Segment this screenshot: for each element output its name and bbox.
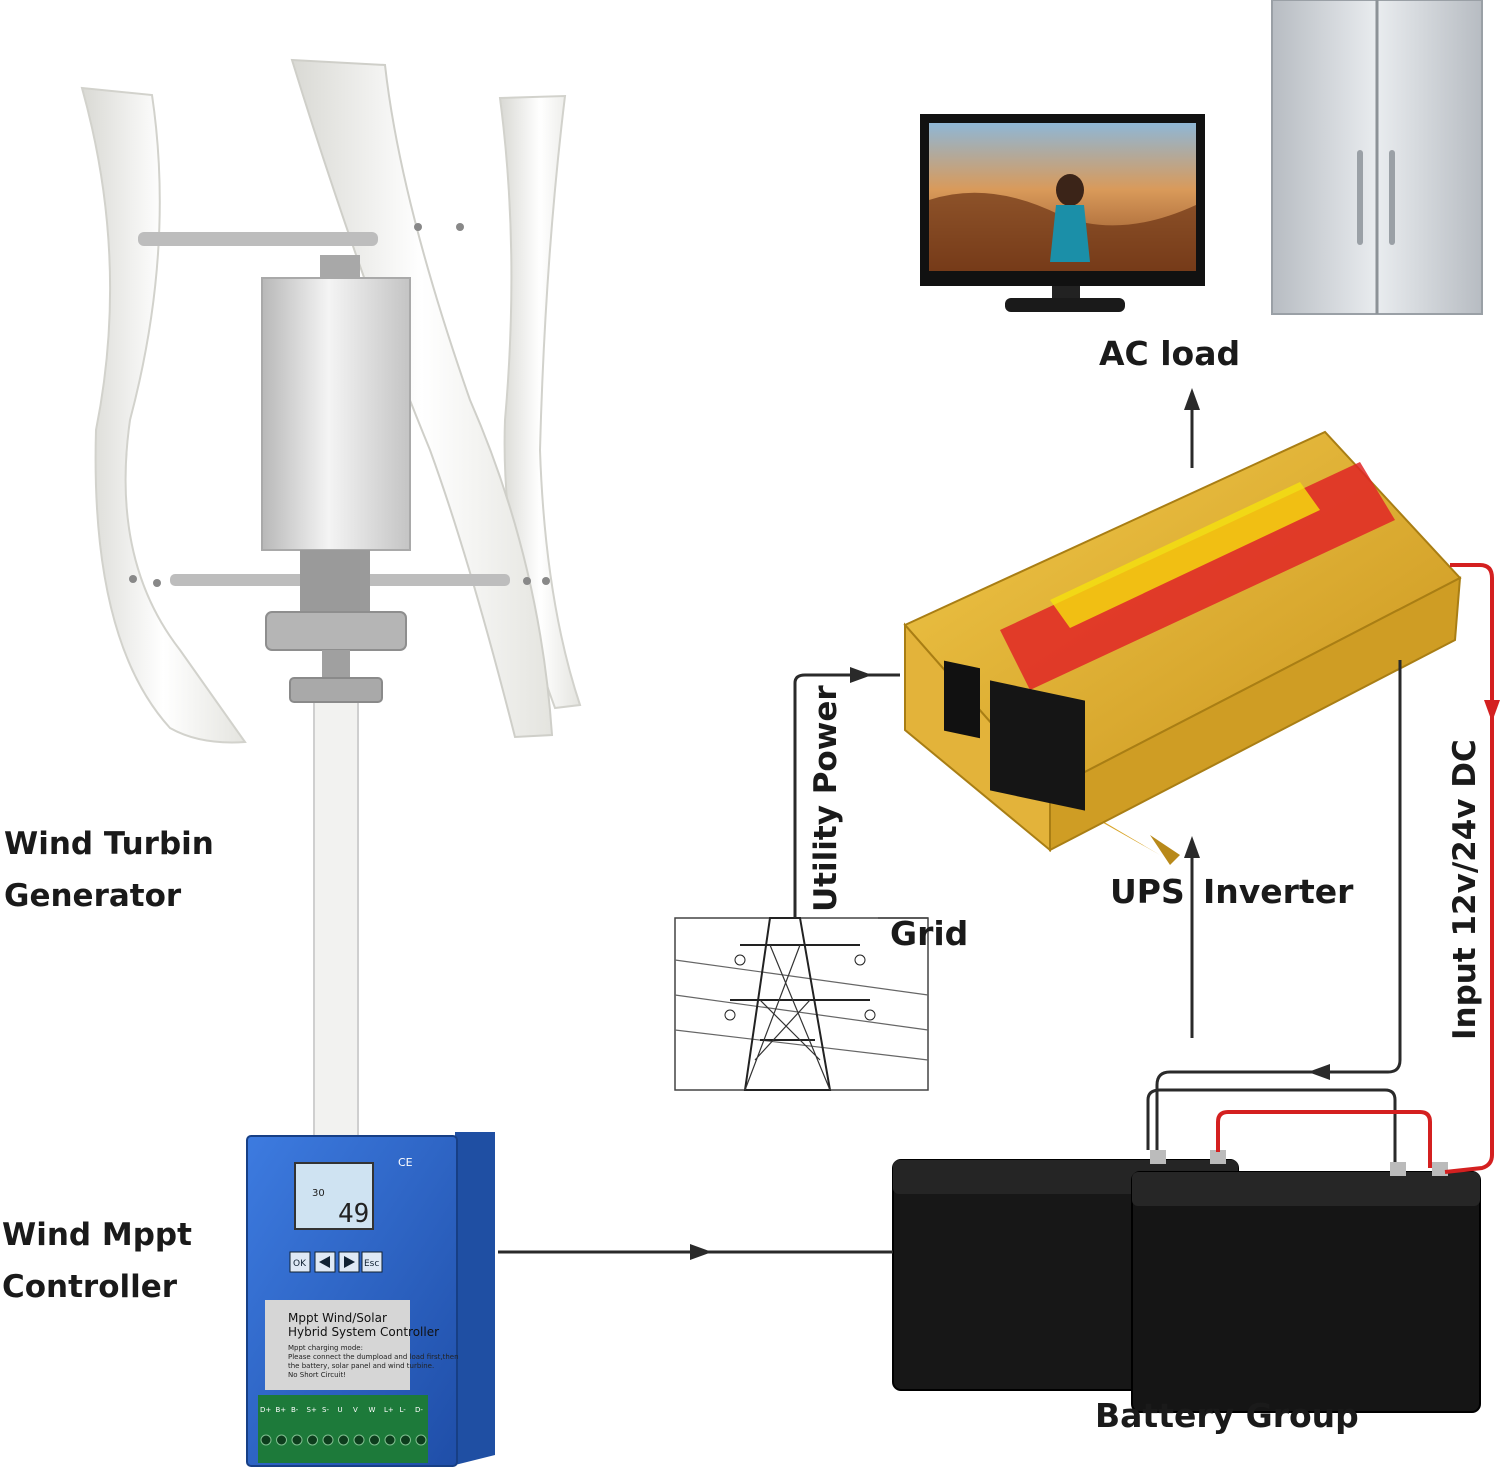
left-arrow-icon bbox=[319, 1256, 330, 1268]
ups-label: UPS bbox=[1110, 872, 1185, 911]
input-dc-label: Input 12v/24v DC bbox=[1447, 739, 1483, 1040]
wind-turbine-label-line2: Generator bbox=[4, 878, 182, 914]
terminal-screw bbox=[322, 1434, 334, 1446]
refrigerator-image bbox=[1271, 0, 1483, 315]
wind-mppt-controller-image: 49 30 OK Esc CE Mppt Wind/Solar Hybrid S… bbox=[246, 1132, 495, 1467]
ce-mark: CE bbox=[398, 1156, 413, 1169]
controller-title-line2: Hybrid System Controller bbox=[288, 1325, 439, 1339]
grid-label: Grid bbox=[890, 914, 969, 953]
utility-power-label: Utility Power bbox=[808, 685, 844, 912]
wiring bbox=[498, 388, 1500, 1260]
controller-esc-button: Esc bbox=[364, 1259, 379, 1269]
inverter-label: Inverter bbox=[1203, 872, 1354, 911]
controller-note-line1: Mppt charging mode: bbox=[288, 1344, 363, 1352]
terminal-screw bbox=[338, 1434, 349, 1446]
terminal-screw bbox=[307, 1434, 318, 1446]
terminal-label: D- bbox=[415, 1406, 423, 1414]
terminal-screw bbox=[276, 1434, 287, 1446]
wind-mppt-label-line1: Wind Mppt bbox=[2, 1217, 192, 1253]
terminal-label: B+ bbox=[276, 1406, 287, 1414]
terminal-label: S+ bbox=[307, 1406, 317, 1414]
terminal-label: D+ bbox=[260, 1406, 271, 1414]
terminal-label: S- bbox=[322, 1406, 329, 1414]
controller-lcd-value: 49 bbox=[338, 1199, 369, 1229]
wind-turbine-image bbox=[80, 58, 582, 1141]
controller-note-line4: No Short Circuit! bbox=[288, 1371, 346, 1379]
terminal-label: L+ bbox=[384, 1406, 394, 1414]
terminal-screw bbox=[384, 1434, 396, 1446]
controller-terminal-strip: D+ B+ B- S+ S- U V W L+ L- D- bbox=[260, 1406, 427, 1446]
terminal-screw bbox=[415, 1434, 427, 1446]
wind-mppt-label-line2: Controller bbox=[2, 1269, 178, 1305]
controller-note-line3: the battery, solar panel and wind turbin… bbox=[288, 1362, 434, 1370]
terminal-label: L- bbox=[400, 1406, 407, 1414]
terminal-label: V bbox=[353, 1406, 358, 1414]
controller-title-line1: Mppt Wind/Solar bbox=[288, 1311, 387, 1325]
terminal-screw bbox=[353, 1434, 365, 1446]
terminal-screw bbox=[369, 1434, 380, 1446]
battery-group-label: Battery Group bbox=[1095, 1396, 1359, 1435]
terminal-screw bbox=[291, 1434, 303, 1446]
terminal-label: U bbox=[338, 1406, 343, 1414]
terminal-screw bbox=[260, 1434, 272, 1446]
wind-turbine-label-line1: Wind Turbin bbox=[4, 826, 214, 862]
terminal-label: B- bbox=[291, 1406, 299, 1414]
controller-note-line2: Please connect the dumpload and load fir… bbox=[288, 1353, 459, 1361]
controller-lcd-small: 30 bbox=[312, 1188, 325, 1199]
grid-tower-image bbox=[674, 917, 929, 1091]
terminal-label: W bbox=[369, 1406, 376, 1414]
right-arrow-icon bbox=[344, 1256, 355, 1268]
battery-group-image bbox=[892, 1150, 1481, 1413]
ac-load-label: AC load bbox=[1099, 334, 1241, 373]
ups-inverter-image bbox=[903, 430, 1462, 865]
terminal-screw bbox=[400, 1434, 411, 1446]
tv-image bbox=[920, 114, 1205, 312]
controller-ok-button: OK bbox=[293, 1259, 307, 1269]
